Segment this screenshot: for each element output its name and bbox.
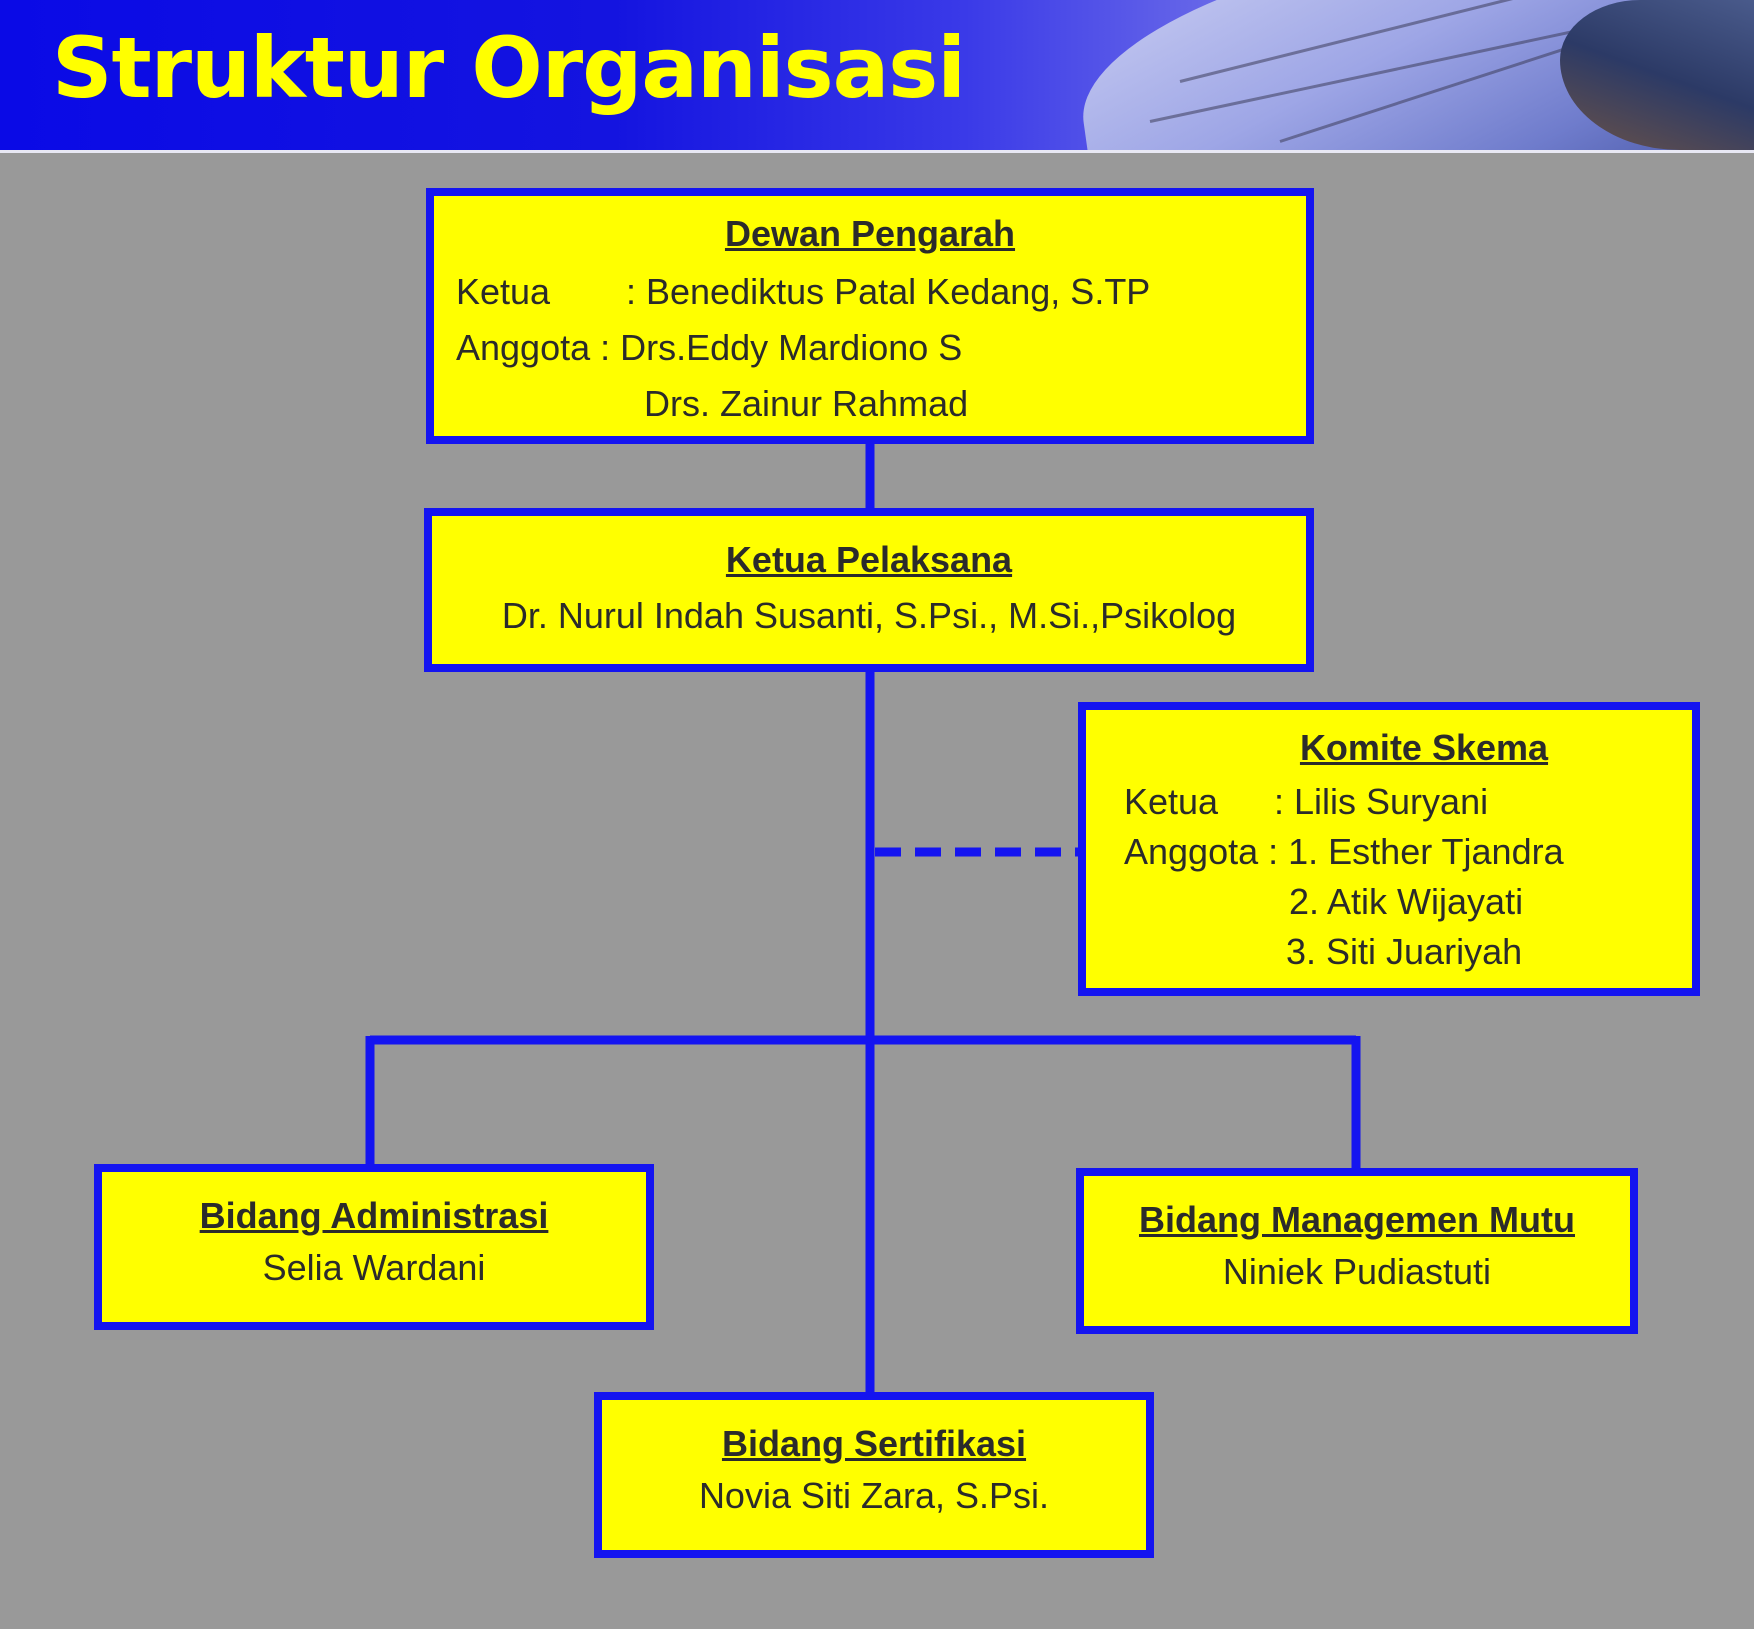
box-bidang-administrasi: Bidang Administrasi Selia Wardani <box>94 1164 654 1330</box>
header-banner: Struktur Organisasi <box>0 0 1754 150</box>
ketua-pelaksana-name: Dr. Nurul Indah Susanti, S.Psi., M.Si.,P… <box>501 595 1237 636</box>
dewan-pengarah-heading: Dewan Pengarah <box>724 213 1016 254</box>
komite-anggota-line-3: 3. Siti Juariyah <box>1286 931 1523 972</box>
komite-ketua-label: Ketua <box>1124 781 1219 822</box>
dewan-ketua-value: : Benediktus Patal Kedang, S.TP <box>626 271 1151 312</box>
page-title: Struktur Organisasi <box>52 19 966 117</box>
bidang-managemen-mutu-heading: Bidang Managemen Mutu <box>1138 1199 1575 1240</box>
bidang-managemen-mutu-name: Niniek Pudiastuti <box>1222 1251 1492 1292</box>
bidang-administrasi-name: Selia Wardani <box>262 1247 486 1288</box>
header-divider <box>0 150 1754 153</box>
box-bidang-managemen-mutu: Bidang Managemen Mutu Niniek Pudiastuti <box>1076 1168 1638 1334</box>
dewan-anggota-line-1: Anggota : Drs.Eddy Mardiono S <box>456 327 963 368</box>
bidang-sertifikasi-name: Novia Siti Zara, S.Psi. <box>698 1475 1050 1516</box>
komite-anggota-line-2: 2. Atik Wijayati <box>1289 881 1524 922</box>
bidang-sertifikasi-heading: Bidang Sertifikasi <box>721 1423 1027 1464</box>
dewan-ketua-label: Ketua <box>456 271 551 312</box>
box-komite-skema: Komite Skema Ketua : Lilis Suryani Anggo… <box>1078 702 1700 996</box>
box-dewan-pengarah: Dewan Pengarah Ketua : Benediktus Patal … <box>426 188 1314 444</box>
komite-skema-heading: Komite Skema <box>1299 727 1549 768</box>
ketua-pelaksana-heading: Ketua Pelaksana <box>725 539 1013 580</box>
box-bidang-sertifikasi: Bidang Sertifikasi Novia Siti Zara, S.Ps… <box>594 1392 1154 1558</box>
dewan-anggota-line-2: Drs. Zainur Rahmad <box>644 383 969 424</box>
komite-ketua-value: : Lilis Suryani <box>1274 781 1489 822</box>
komite-anggota-line-1: Anggota : 1. Esther Tjandra <box>1124 831 1564 872</box>
box-ketua-pelaksana: Ketua Pelaksana Dr. Nurul Indah Susanti,… <box>424 508 1314 672</box>
bidang-administrasi-heading: Bidang Administrasi <box>199 1195 549 1236</box>
